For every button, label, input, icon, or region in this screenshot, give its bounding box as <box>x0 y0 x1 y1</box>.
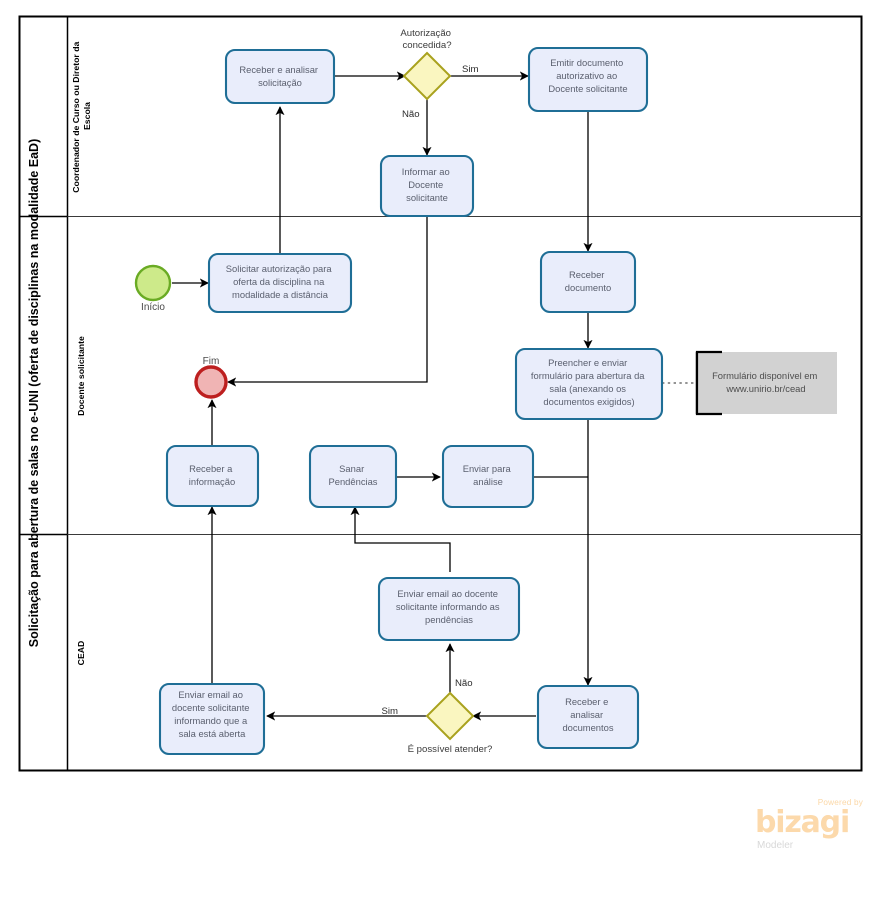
end-event-label: Fim <box>203 356 220 367</box>
task-receber-documento[interactable]: Receber documento <box>539 250 637 314</box>
bizagi-product-label: Modeler <box>757 840 794 851</box>
flow-label-gw-atender-sim: Sim <box>381 706 398 717</box>
gateway-caption: Autorização concedida? <box>400 28 453 51</box>
flow-label-gw-atender-nao: Não <box>455 678 473 689</box>
flow-label-gw-autorizacao-sim: Sim <box>462 64 479 75</box>
lane-label-cead: CEAD <box>76 641 86 666</box>
task-receber-analisar-solicitacao[interactable]: Receber e analisar solicitação <box>224 48 336 105</box>
task-emitir-documento[interactable]: Emitir documento autorizativo ao Docente… <box>527 46 649 113</box>
pool-frame <box>18 15 863 772</box>
task-receber-informacao[interactable]: Receber a informação <box>165 444 260 508</box>
bizagi-watermark: Powered by bizagi Modeler <box>745 798 865 860</box>
gateway-autorizacao-concedida[interactable]: Autorização concedida? <box>400 28 453 101</box>
task-label: Receber documento <box>565 269 611 293</box>
task-enviar-email-pendencias[interactable]: Enviar email ao docente solicitante info… <box>377 576 521 642</box>
task-sanar-pendencias[interactable]: Sanar Pendências <box>308 444 398 509</box>
lane-label-docente: Docente solicitante <box>76 336 86 416</box>
sequence-flows <box>172 71 593 721</box>
gateway-caption: É possível atender? <box>408 744 493 755</box>
task-solicitar-autorizacao[interactable]: Solicitar autorização para oferta da dis… <box>207 252 353 314</box>
annotation-formulario-label: Formulário disponível em www.unirio.br/c… <box>712 370 820 394</box>
task-label: Sanar Pendências <box>329 463 378 487</box>
task-label: Receber e analisar solicitação <box>239 64 320 88</box>
task-enviar-email-sala-aberta[interactable]: Enviar email ao docente solicitante info… <box>158 682 266 756</box>
flow-informar-to-fim <box>227 215 428 387</box>
task-preencher-enviar[interactable]: Preencher e enviar formulário para abert… <box>514 347 664 421</box>
task-label: Solicitar autorização para oferta da dis… <box>226 263 334 300</box>
task-enviar-analise[interactable]: Enviar para análise <box>441 444 535 509</box>
end-event-fim[interactable]: Fim <box>194 356 228 399</box>
flow-email-pendencias-to-sanar <box>350 506 451 572</box>
task-receber-analisar-documentos[interactable]: Receber e analisar documentos <box>536 684 640 750</box>
flow-label-gw-autorizacao-nao: Não <box>402 109 420 120</box>
pool-title: Solicitação para abertura de salas no e-… <box>27 139 41 647</box>
start-event-inicio[interactable]: Início <box>134 264 172 313</box>
task-informar-docente[interactable]: Informar ao Docente solicitante <box>379 154 475 218</box>
task-label: Receber e analisar documentos <box>562 696 613 733</box>
task-label: Enviar email ao docente solicitante info… <box>172 689 252 739</box>
task-label: Informar ao Docente solicitante <box>402 166 453 203</box>
task-label: Preencher e enviar formulário para abert… <box>531 357 647 407</box>
task-label: Receber a informação <box>189 463 235 487</box>
gateway-e-possivel-atender[interactable]: É possível atender? <box>408 691 493 755</box>
lane-label-coordenador: Coordenador de Curso ou Diretor da Escol… <box>71 39 92 193</box>
task-label: Enviar email ao docente solicitante info… <box>396 588 502 625</box>
bizagi-logo: bizagi <box>755 805 850 840</box>
start-event-label: Início <box>141 302 165 313</box>
task-label: Emitir documento autorizativo ao Docente… <box>548 57 627 94</box>
bizagi-powered-by-label: Powered by <box>817 798 863 807</box>
annotation-formulario: Formulário disponível em www.unirio.br/c… <box>662 350 837 416</box>
task-label: Enviar para análise <box>463 463 514 487</box>
